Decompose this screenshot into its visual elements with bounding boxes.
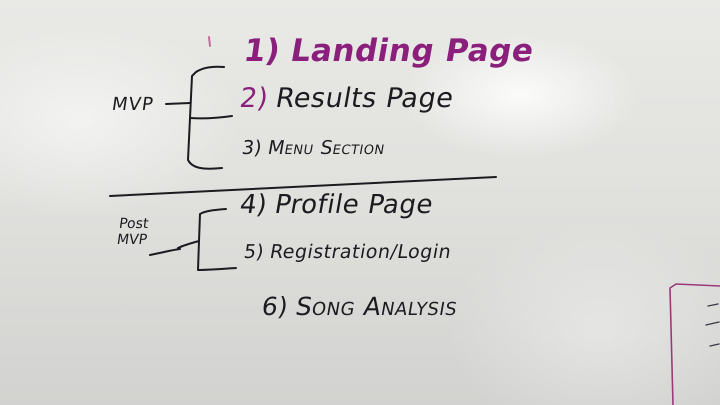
item-number: 5) [242,241,266,263]
list-item-menu-section: 3) Menu Section [240,137,387,159]
list-item-results-page: 2) Results Page [237,83,457,114]
divider-line [109,176,497,197]
post-label-line2: MVP [115,232,149,248]
item-number: 1) [241,33,283,69]
post-mvp-bracket [197,208,237,271]
mvp-group-label: MVP [111,94,156,115]
item-label: Landing Page [287,33,537,69]
item-number: 4) [237,190,269,220]
post-mvp-group-label: Post MVP [116,216,151,248]
mvp-connector [165,102,191,105]
edge-box-marks [705,303,720,347]
item-label: Results Page [273,83,457,114]
list-item-landing-page: 1) Landing Page [241,33,537,69]
item-label: Song Analysis [293,292,460,321]
list-item-song-analysis: 6) Song Analysis [259,292,460,321]
item-number: 6) [259,292,290,321]
mvp-bracket-mid [189,115,233,120]
post-mvp-connector [149,248,181,256]
item-label: Menu Section [265,137,387,159]
mvp-label: MVP [110,94,156,115]
item-number: 3) [240,137,264,159]
mvp-bracket [187,65,225,170]
item-number: 2) [237,83,270,114]
post-mvp-bracket-mid [177,240,200,249]
edge-box-sketch [669,283,720,405]
list-item-profile-page: 4) Profile Page [237,190,436,220]
item-label: Registration/Login [267,241,453,263]
item-label: Profile Page [272,190,436,220]
marker-tick [208,36,211,47]
post-label-line1: Post [118,216,150,232]
list-item-registration-login: 5) Registration/Login [242,241,453,263]
